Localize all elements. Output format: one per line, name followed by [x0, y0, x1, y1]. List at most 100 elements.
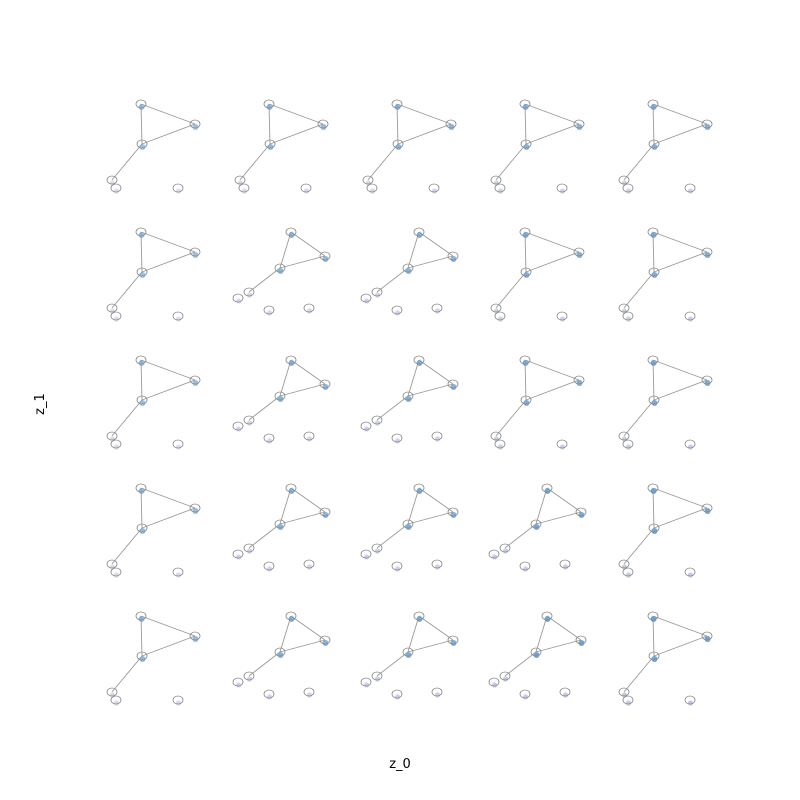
y-axis-label: z_1	[33, 393, 48, 415]
node-marker	[491, 682, 498, 688]
node-outline	[106, 303, 118, 313]
node-marker	[322, 512, 329, 518]
node-marker	[650, 360, 657, 366]
node-outline	[402, 519, 414, 529]
node-marker	[502, 548, 509, 554]
graph-edge	[140, 103, 143, 145]
graph-edge	[279, 383, 326, 397]
node-marker	[192, 252, 199, 258]
graph-edge	[495, 143, 527, 181]
node-outline	[391, 433, 403, 443]
node-outline	[189, 247, 201, 257]
node-outline	[648, 651, 660, 661]
node-outline	[499, 671, 511, 681]
node-marker	[704, 508, 711, 514]
node-marker	[394, 438, 401, 444]
panel-1-4	[618, 227, 713, 322]
node-marker	[434, 692, 441, 698]
node-marker	[113, 316, 120, 322]
node-outline	[110, 311, 122, 321]
graph-edge	[535, 615, 548, 653]
node-outline	[647, 611, 659, 621]
node-marker	[306, 436, 313, 442]
node-marker	[374, 292, 381, 298]
node-outline	[360, 293, 372, 303]
node-outline	[285, 355, 297, 365]
graph-edge	[418, 615, 454, 641]
node-marker	[576, 124, 583, 130]
node-marker	[523, 400, 530, 406]
graph-edge	[524, 103, 527, 145]
panel-2-4	[618, 355, 713, 450]
graph-edge	[623, 655, 655, 693]
graph-edge	[504, 651, 537, 677]
graph-edge	[269, 123, 324, 145]
node-marker	[277, 524, 284, 530]
graph-edge	[653, 379, 708, 401]
panel-0-3	[490, 99, 585, 194]
node-outline	[520, 139, 532, 149]
node-marker	[651, 272, 658, 278]
node-outline	[618, 431, 630, 441]
node-marker	[497, 188, 504, 194]
node-marker	[491, 554, 498, 560]
node-marker	[266, 310, 273, 316]
node-outline	[243, 415, 255, 425]
node-marker	[651, 656, 658, 662]
node-outline	[263, 689, 275, 699]
panel-3-2	[360, 483, 459, 572]
node-marker	[544, 616, 551, 622]
node-marker	[235, 298, 242, 304]
node-outline	[110, 567, 122, 577]
graph-edge	[524, 359, 527, 401]
node-outline	[431, 431, 443, 441]
node-outline	[490, 303, 502, 313]
node-marker	[704, 252, 711, 258]
graph-edge	[546, 487, 582, 513]
node-marker	[562, 692, 569, 698]
node-marker	[138, 232, 145, 238]
node-outline	[618, 175, 630, 185]
graph-edge	[248, 523, 281, 549]
graph-edge	[248, 395, 281, 421]
node-marker	[434, 436, 441, 442]
node-outline	[402, 263, 414, 273]
node-marker	[374, 676, 381, 682]
graph-edge	[140, 103, 196, 125]
graph-edge	[524, 103, 580, 125]
node-marker	[450, 384, 457, 390]
node-outline	[263, 99, 275, 109]
panel-2-2	[360, 355, 459, 444]
node-outline	[573, 119, 585, 129]
graph-edge	[141, 379, 196, 401]
node-outline	[622, 567, 634, 577]
graph-edge	[652, 359, 708, 381]
node-outline	[232, 549, 244, 559]
graph-edge	[407, 487, 420, 525]
graph-edge	[407, 255, 454, 269]
node-outline	[274, 263, 286, 273]
node-marker	[394, 694, 401, 700]
node-outline	[413, 611, 425, 621]
node-outline	[238, 183, 250, 193]
graph-edge	[418, 231, 454, 257]
graph-edge	[504, 523, 537, 549]
graph-edge	[652, 615, 655, 657]
node-outline	[519, 355, 531, 365]
node-marker	[405, 396, 412, 402]
node-marker	[394, 310, 401, 316]
graph-edge	[248, 267, 281, 293]
node-marker	[416, 232, 423, 238]
node-marker	[578, 512, 585, 518]
node-outline	[530, 647, 542, 657]
node-outline	[428, 183, 440, 193]
node-outline	[110, 183, 122, 193]
graph-edge	[290, 231, 326, 257]
node-marker	[266, 694, 273, 700]
node-marker	[246, 420, 253, 426]
node-marker	[650, 232, 657, 238]
node-marker	[450, 640, 457, 646]
graph-edge	[140, 231, 143, 273]
node-outline	[136, 139, 148, 149]
node-outline	[447, 635, 459, 645]
